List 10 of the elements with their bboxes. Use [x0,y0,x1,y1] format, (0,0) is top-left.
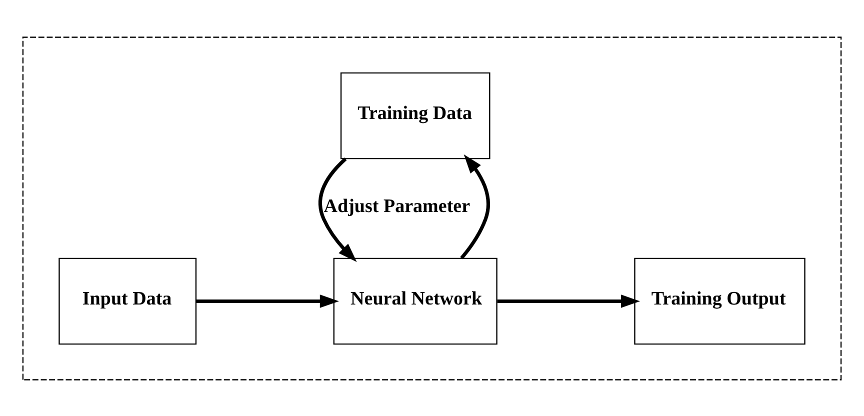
node-box: Training Output [634,257,806,344]
node-box: Training Data [340,72,490,159]
node-box: Input Data [58,257,197,344]
arrow [497,294,640,308]
arrow [460,154,490,259]
arrow [196,294,339,308]
node-box: Neural Network [333,257,498,344]
edge-label: Adjust Parameter [324,195,470,216]
cluster [22,36,842,380]
arrow [318,157,357,262]
